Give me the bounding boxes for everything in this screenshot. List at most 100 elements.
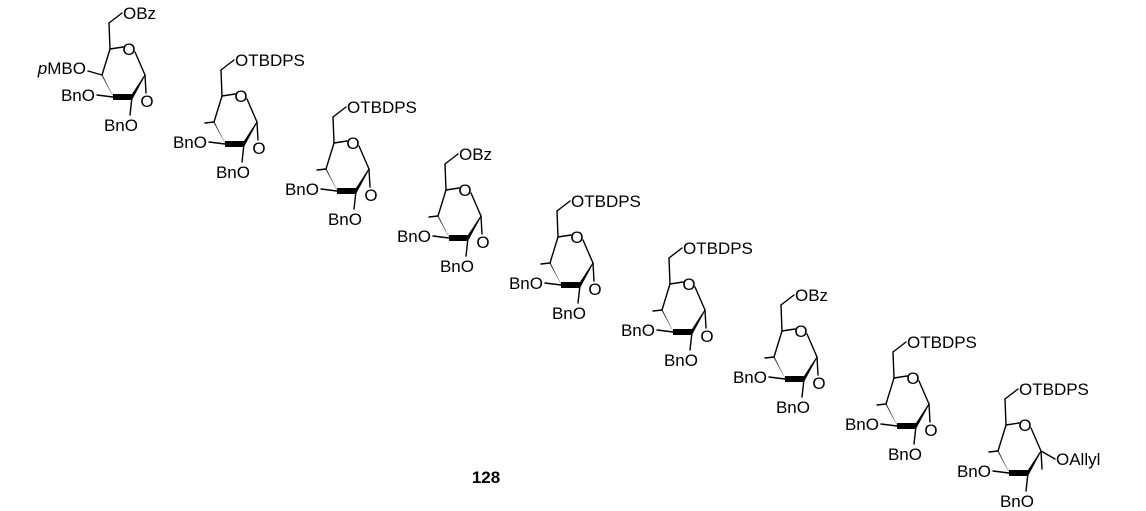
ring-bond — [221, 93, 236, 97]
c2-o-bond — [913, 425, 917, 445]
c6-substituent: OTBDPS — [1019, 380, 1089, 399]
c1-o-bond — [592, 262, 595, 282]
c3-substituent: BnO — [61, 86, 95, 105]
glycosidic-bond — [316, 168, 327, 171]
ring-oxygen: O — [458, 181, 471, 200]
c5-c6-bond — [220, 69, 223, 97]
ring-bond — [358, 145, 370, 170]
c1-o-bond — [1040, 450, 1056, 460]
ring-wedge — [662, 309, 675, 335]
ring-bond — [470, 192, 482, 217]
ring-bond — [333, 140, 348, 144]
c5-c6-bond — [1004, 398, 1007, 426]
ring-bold-bond — [113, 94, 132, 100]
glycosidic-oxygen: O — [140, 92, 153, 111]
c1-o-bond — [1040, 450, 1043, 470]
c5-c6-bond — [892, 351, 895, 379]
ring-bold-bond — [337, 188, 356, 194]
c4-o-bond — [87, 70, 103, 76]
c6-substituent: OTBDPS — [683, 239, 753, 258]
c4-substituent: pMBO — [37, 59, 86, 78]
ring-bond — [1030, 427, 1042, 452]
ring-bond — [437, 189, 447, 217]
c1-o-bond — [144, 74, 147, 94]
c2-o-bond — [689, 331, 693, 351]
c2-substituent: BnO — [1000, 492, 1034, 511]
c6-o6-bond — [668, 247, 683, 259]
glycosidic-bond — [428, 215, 439, 218]
ring-wedge — [356, 168, 369, 194]
glycosidic-oxygen: O — [588, 280, 601, 299]
c3-substituent: BnO — [957, 462, 991, 481]
c2-substituent: BnO — [552, 304, 586, 323]
c2-o-bond — [801, 378, 805, 398]
ring-bond — [549, 236, 559, 264]
c5-c6-bond — [556, 210, 559, 238]
c3-substituent: BnO — [509, 274, 543, 293]
c6-substituent: OTBDPS — [571, 192, 641, 211]
c4-rest: MBO — [47, 59, 86, 78]
ring-wedge — [550, 262, 563, 288]
c3-o-bond — [208, 141, 226, 145]
c3-substituent: BnO — [733, 368, 767, 387]
c6-o6-bond — [332, 106, 347, 118]
c6-o6-bond — [556, 200, 571, 212]
ring-wedge — [998, 450, 1011, 476]
glycosidic-oxygen: O — [924, 421, 937, 440]
ring-bond — [109, 46, 124, 50]
c3-substituent: BnO — [397, 227, 431, 246]
c1-o-bond — [816, 356, 819, 376]
ring-wedge — [438, 215, 451, 241]
c6-substituent: OTBDPS — [235, 51, 305, 70]
ring-bond — [1005, 422, 1020, 426]
ring-bond — [213, 95, 223, 123]
c3-substituent: BnO — [285, 180, 319, 199]
c1-o-bond — [368, 168, 371, 188]
c6-o6-bond — [780, 294, 795, 306]
c3-o-bond — [432, 235, 450, 239]
c6-o6-bond — [1004, 388, 1019, 400]
glycosidic-oxygen: O — [252, 139, 265, 158]
ring-oxygen: O — [570, 228, 583, 247]
c2-o-bond — [465, 237, 469, 257]
c3-substituent: BnO — [173, 133, 207, 152]
ring-bond — [918, 380, 930, 405]
ring-wedge — [132, 74, 145, 100]
ring-wedge — [214, 121, 227, 147]
c1-o-bond — [256, 121, 259, 141]
ring-wedge — [244, 121, 257, 147]
c2-substituent: BnO — [216, 163, 250, 182]
ring-wedge — [326, 168, 339, 194]
ring-bold-bond — [561, 282, 580, 288]
c6-substituent: OBz — [795, 286, 828, 305]
ring-oxygen: O — [234, 87, 247, 106]
ring-oxygen: O — [122, 40, 135, 59]
c1-o-bond — [704, 309, 707, 329]
glycosidic-bond — [988, 450, 999, 453]
c2-o-bond — [353, 190, 357, 210]
glycosidic-bond — [652, 309, 663, 312]
c2-substituent: BnO — [328, 210, 362, 229]
ring-bond — [806, 333, 818, 358]
c4-prefix: p — [37, 59, 47, 78]
anomeric-substituent: OAllyl — [1056, 450, 1100, 469]
ring-bond — [773, 330, 783, 358]
c6-substituent: OBz — [459, 145, 492, 164]
glycosidic-oxygen: O — [700, 327, 713, 346]
c1-o-bond — [928, 403, 931, 423]
ring-bold-bond — [449, 235, 468, 241]
c3-substituent: BnO — [621, 321, 655, 340]
c6-substituent: OBz — [123, 4, 156, 23]
c3-substituent: BnO — [845, 415, 879, 434]
ring-wedge — [580, 262, 593, 288]
c2-o-bond — [129, 96, 133, 116]
ring-oxygen: O — [346, 134, 359, 153]
c5-c6-bond — [332, 116, 335, 144]
